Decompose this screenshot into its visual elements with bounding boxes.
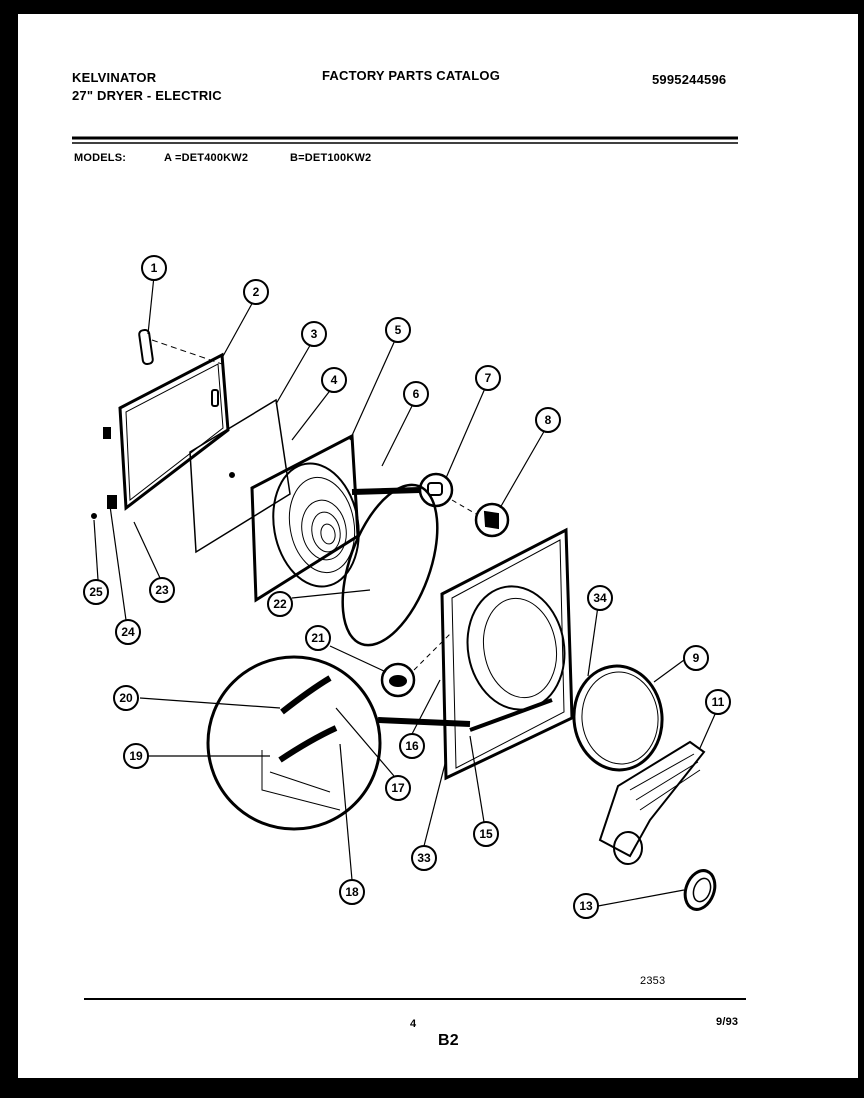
svg-text:20: 20 [119,691,133,705]
part-13-grommet [683,869,717,911]
svg-text:3: 3 [311,327,318,341]
callout-33: 33 [411,845,437,871]
callout-15: 15 [473,821,499,847]
part-3-door-liner [189,398,291,554]
svg-text:9: 9 [693,651,700,665]
product-subtitle: 27" DRYER - ELECTRIC [72,88,222,103]
svg-text:34: 34 [593,591,607,605]
callout-20: 20 [113,685,139,711]
callout-5: 5 [385,317,411,343]
svg-text:18: 18 [345,885,359,899]
callout-3: 3 [301,321,327,347]
figure-number: 2353 [640,975,666,987]
part-22-door-gasket [341,483,439,647]
callout-21: 21 [305,625,331,651]
svg-text:13: 13 [579,899,593,913]
callout-11: 11 [705,689,731,715]
revision-date: 9/93 [716,1016,739,1028]
svg-text:22: 22 [273,597,287,611]
svg-text:23: 23 [155,583,169,597]
catalog-page [18,14,858,1078]
catalog-number: 5995244596 [652,72,727,87]
svg-text:21: 21 [311,631,325,645]
header-rules [72,136,746,1000]
svg-text:2: 2 [253,285,260,299]
svg-text:4: 4 [331,373,338,387]
callout-34: 34 [587,585,613,611]
svg-text:15: 15 [479,827,493,841]
svg-text:16: 16 [405,739,419,753]
model-b: B=DET100KW2 [290,152,372,164]
svg-text:19: 19 [129,749,143,763]
part-5-inner-door [250,433,360,603]
callout-23: 23 [149,577,175,603]
svg-text:17: 17 [391,781,405,795]
detail-magnifier [206,655,471,831]
svg-text:6: 6 [413,387,420,401]
callout-18: 18 [339,879,365,905]
svg-text:8: 8 [545,413,552,427]
callout-6: 6 [403,381,429,407]
callout-25: 25 [83,579,109,605]
svg-text:7: 7 [485,371,492,385]
part-25-screw [91,513,97,519]
callout-9: 9 [683,645,709,671]
callout-22: 22 [267,591,293,617]
part-2-door-panel [103,352,230,511]
callout-7: 7 [475,365,501,391]
part-34-seal-ring [581,671,659,765]
svg-text:24: 24 [121,625,135,639]
svg-text:5: 5 [395,323,402,337]
callout-4: 4 [321,367,347,393]
part-9-drum-seal [572,664,664,772]
callout-24: 24 [115,619,141,645]
svg-text:25: 25 [89,585,103,599]
callout-16: 16 [399,733,425,759]
part-21-switch-detail [380,631,453,698]
callouts: 1 2 3 4 5 6 7 8 34 9 11 25 23 22 21 24 2… [83,255,731,919]
callout-17: 17 [385,775,411,801]
callout-2: 2 [243,279,269,305]
callout-13: 13 [573,893,599,919]
part-33-front-panel [440,527,574,781]
svg-text:1: 1 [151,261,158,275]
part-7-hinge-detail [351,472,454,508]
models-label: MODELS: [74,152,127,164]
svg-text:33: 33 [417,851,431,865]
leader-lines [93,275,717,907]
model-a: A =DET400KW2 [164,152,249,164]
catalog-title: FACTORY PARTS CATALOG [322,68,501,83]
brand-name: KELVINATOR [72,70,157,85]
callout-8: 8 [535,407,561,433]
section-code: B2 [438,1032,459,1049]
callout-19: 19 [123,743,149,769]
part-8-catch-detail [451,499,510,538]
svg-text:11: 11 [712,695,725,709]
callout-1: 1 [141,255,167,281]
page-number: 4 [410,1018,417,1030]
part-11-lint-duct [598,740,706,865]
